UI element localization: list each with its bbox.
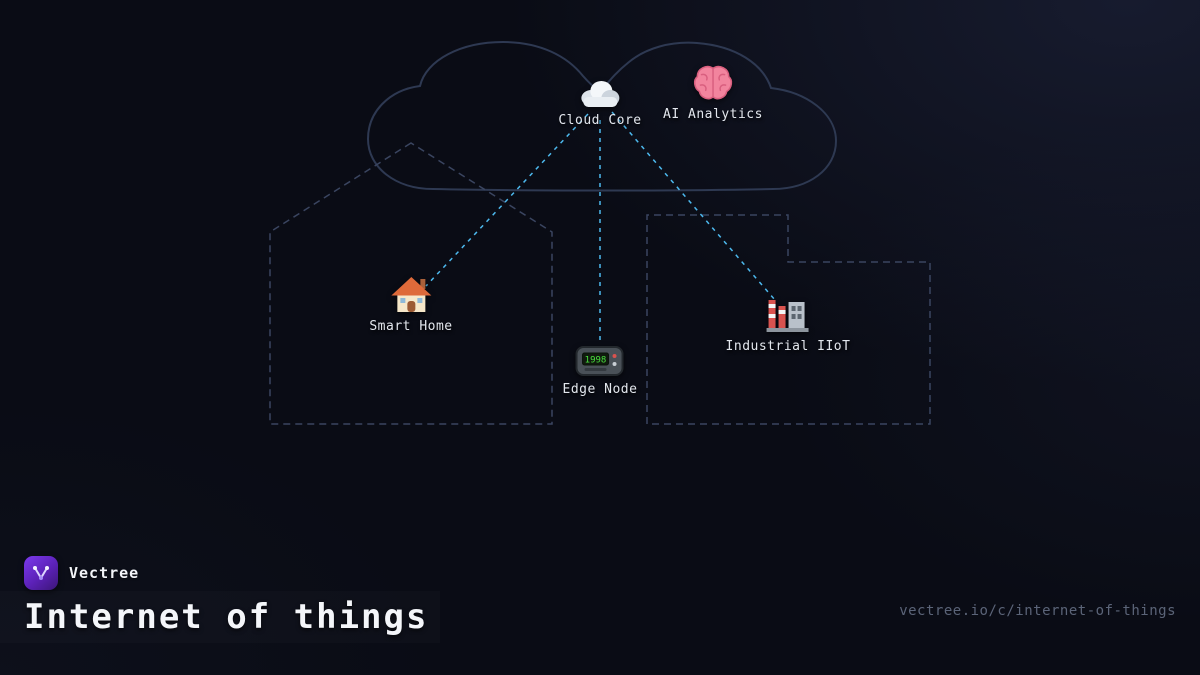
node-label-edge-node: Edge Node bbox=[562, 382, 638, 397]
pager-icon: 1998 bbox=[575, 345, 624, 377]
node-cloud-core: Cloud Core bbox=[558, 78, 641, 128]
vectree-logo-icon bbox=[24, 556, 58, 590]
factory-icon bbox=[765, 294, 811, 334]
iot-diagram: Cloud Core AI Analytics bbox=[269, 40, 931, 425]
node-label-smart-home: Smart Home bbox=[369, 319, 453, 334]
node-label-industrial-iiot: Industrial IIoT bbox=[725, 339, 851, 354]
page-title: Internet of things bbox=[24, 597, 429, 637]
node-industrial-iiot: Industrial IIoT bbox=[726, 294, 851, 354]
brain-icon bbox=[692, 64, 734, 102]
house-outline bbox=[269, 142, 553, 425]
node-smart-home: Smart Home bbox=[369, 274, 452, 334]
node-label-cloud-core: Cloud Core bbox=[558, 113, 642, 128]
factory-outline bbox=[646, 214, 931, 425]
footer-url: vectree.io/c/internet-of-things bbox=[899, 603, 1176, 619]
edge-node-screen-text: 1998 bbox=[585, 356, 607, 366]
node-edge-node: 1998 Edge Node bbox=[563, 345, 638, 397]
node-ai-analytics: AI Analytics bbox=[663, 64, 763, 122]
brand-row: Vectree bbox=[24, 556, 139, 590]
link-cloud-to-home bbox=[425, 113, 589, 287]
cloud-outline bbox=[366, 40, 838, 192]
cloud-icon bbox=[577, 78, 623, 108]
diagram-underlay bbox=[269, 40, 931, 425]
brand-name: Vectree bbox=[69, 564, 140, 582]
house-icon bbox=[389, 274, 433, 314]
node-label-ai-analytics: AI Analytics bbox=[663, 107, 763, 122]
footer: Vectree Internet of things vectree.io/c/… bbox=[0, 555, 1200, 675]
link-cloud-to-factory bbox=[611, 111, 776, 301]
